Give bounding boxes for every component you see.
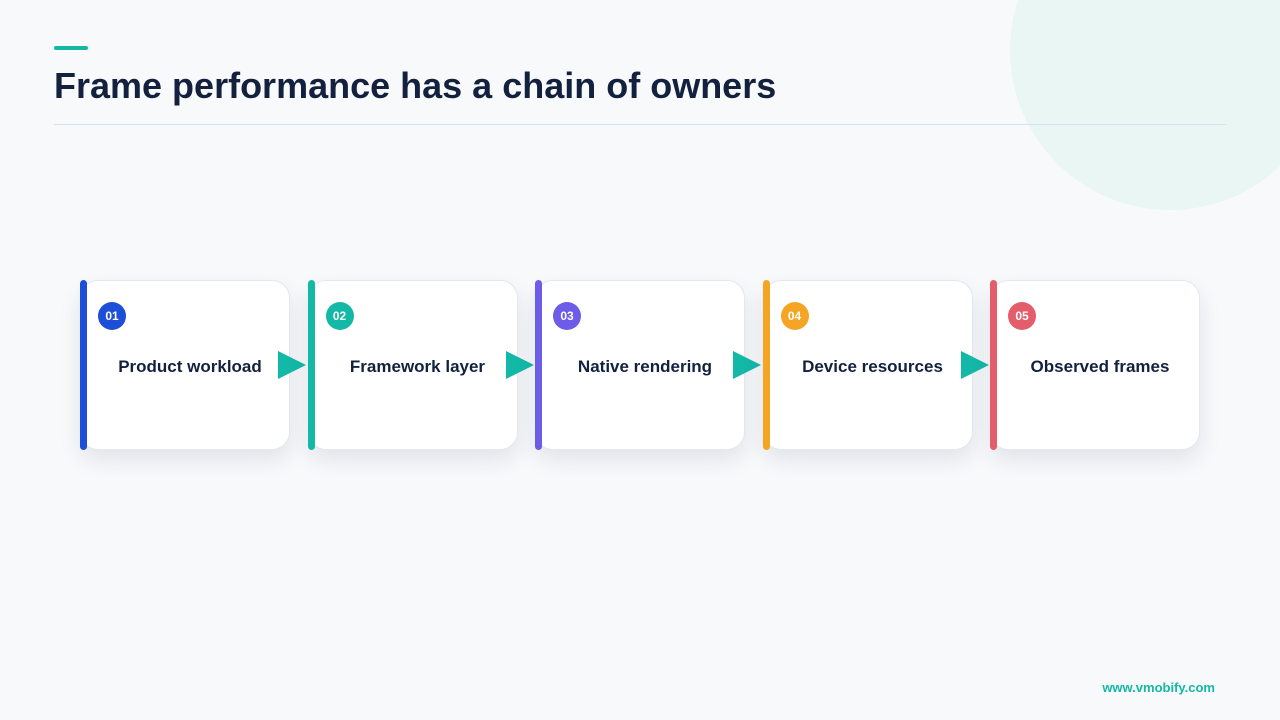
step-number-badge: 01: [98, 302, 126, 330]
step-card-observed-frames: 05 Observed frames: [990, 280, 1200, 450]
step-number-badge: 03: [553, 302, 581, 330]
step-label: Observed frames: [1030, 357, 1170, 376]
step-card-native-rendering: 03 Native rendering: [535, 280, 745, 450]
step-color-stripe: [535, 280, 542, 450]
step-color-stripe: [762, 280, 770, 450]
step-card-device-resources: 04 Device resources: [762, 280, 973, 450]
background-decor-circle: [1010, 0, 1280, 210]
step-card-framework-layer: 02 Framework layer: [307, 280, 518, 450]
owner-chain-flow: 01 Product workload 02 Framework layer 0…: [80, 280, 1200, 450]
step-number-badge: 05: [1008, 302, 1036, 330]
triangle-right-icon: [278, 351, 306, 379]
triangle-right-icon: [960, 351, 989, 379]
step-number-badge: 04: [780, 302, 809, 330]
step-label: Framework layer: [349, 357, 486, 376]
step-color-stripe: [307, 280, 315, 450]
step-color-stripe: [990, 280, 997, 450]
step-color-stripe: [80, 280, 87, 450]
triangle-right-icon: [505, 351, 534, 379]
title-divider: [54, 124, 1226, 125]
triangle-right-icon: [733, 351, 761, 379]
title-accent-bar: [54, 46, 88, 50]
step-card-product-workload: 01 Product workload: [80, 280, 290, 450]
page-title: Frame performance has a chain of owners: [54, 65, 777, 106]
footer-website-link[interactable]: www.vmobify.com: [1102, 680, 1215, 695]
step-label: Device resources: [802, 357, 943, 376]
step-label: Native rendering: [577, 357, 713, 376]
step-label: Product workload: [118, 357, 262, 376]
step-number-badge: 02: [325, 302, 354, 330]
